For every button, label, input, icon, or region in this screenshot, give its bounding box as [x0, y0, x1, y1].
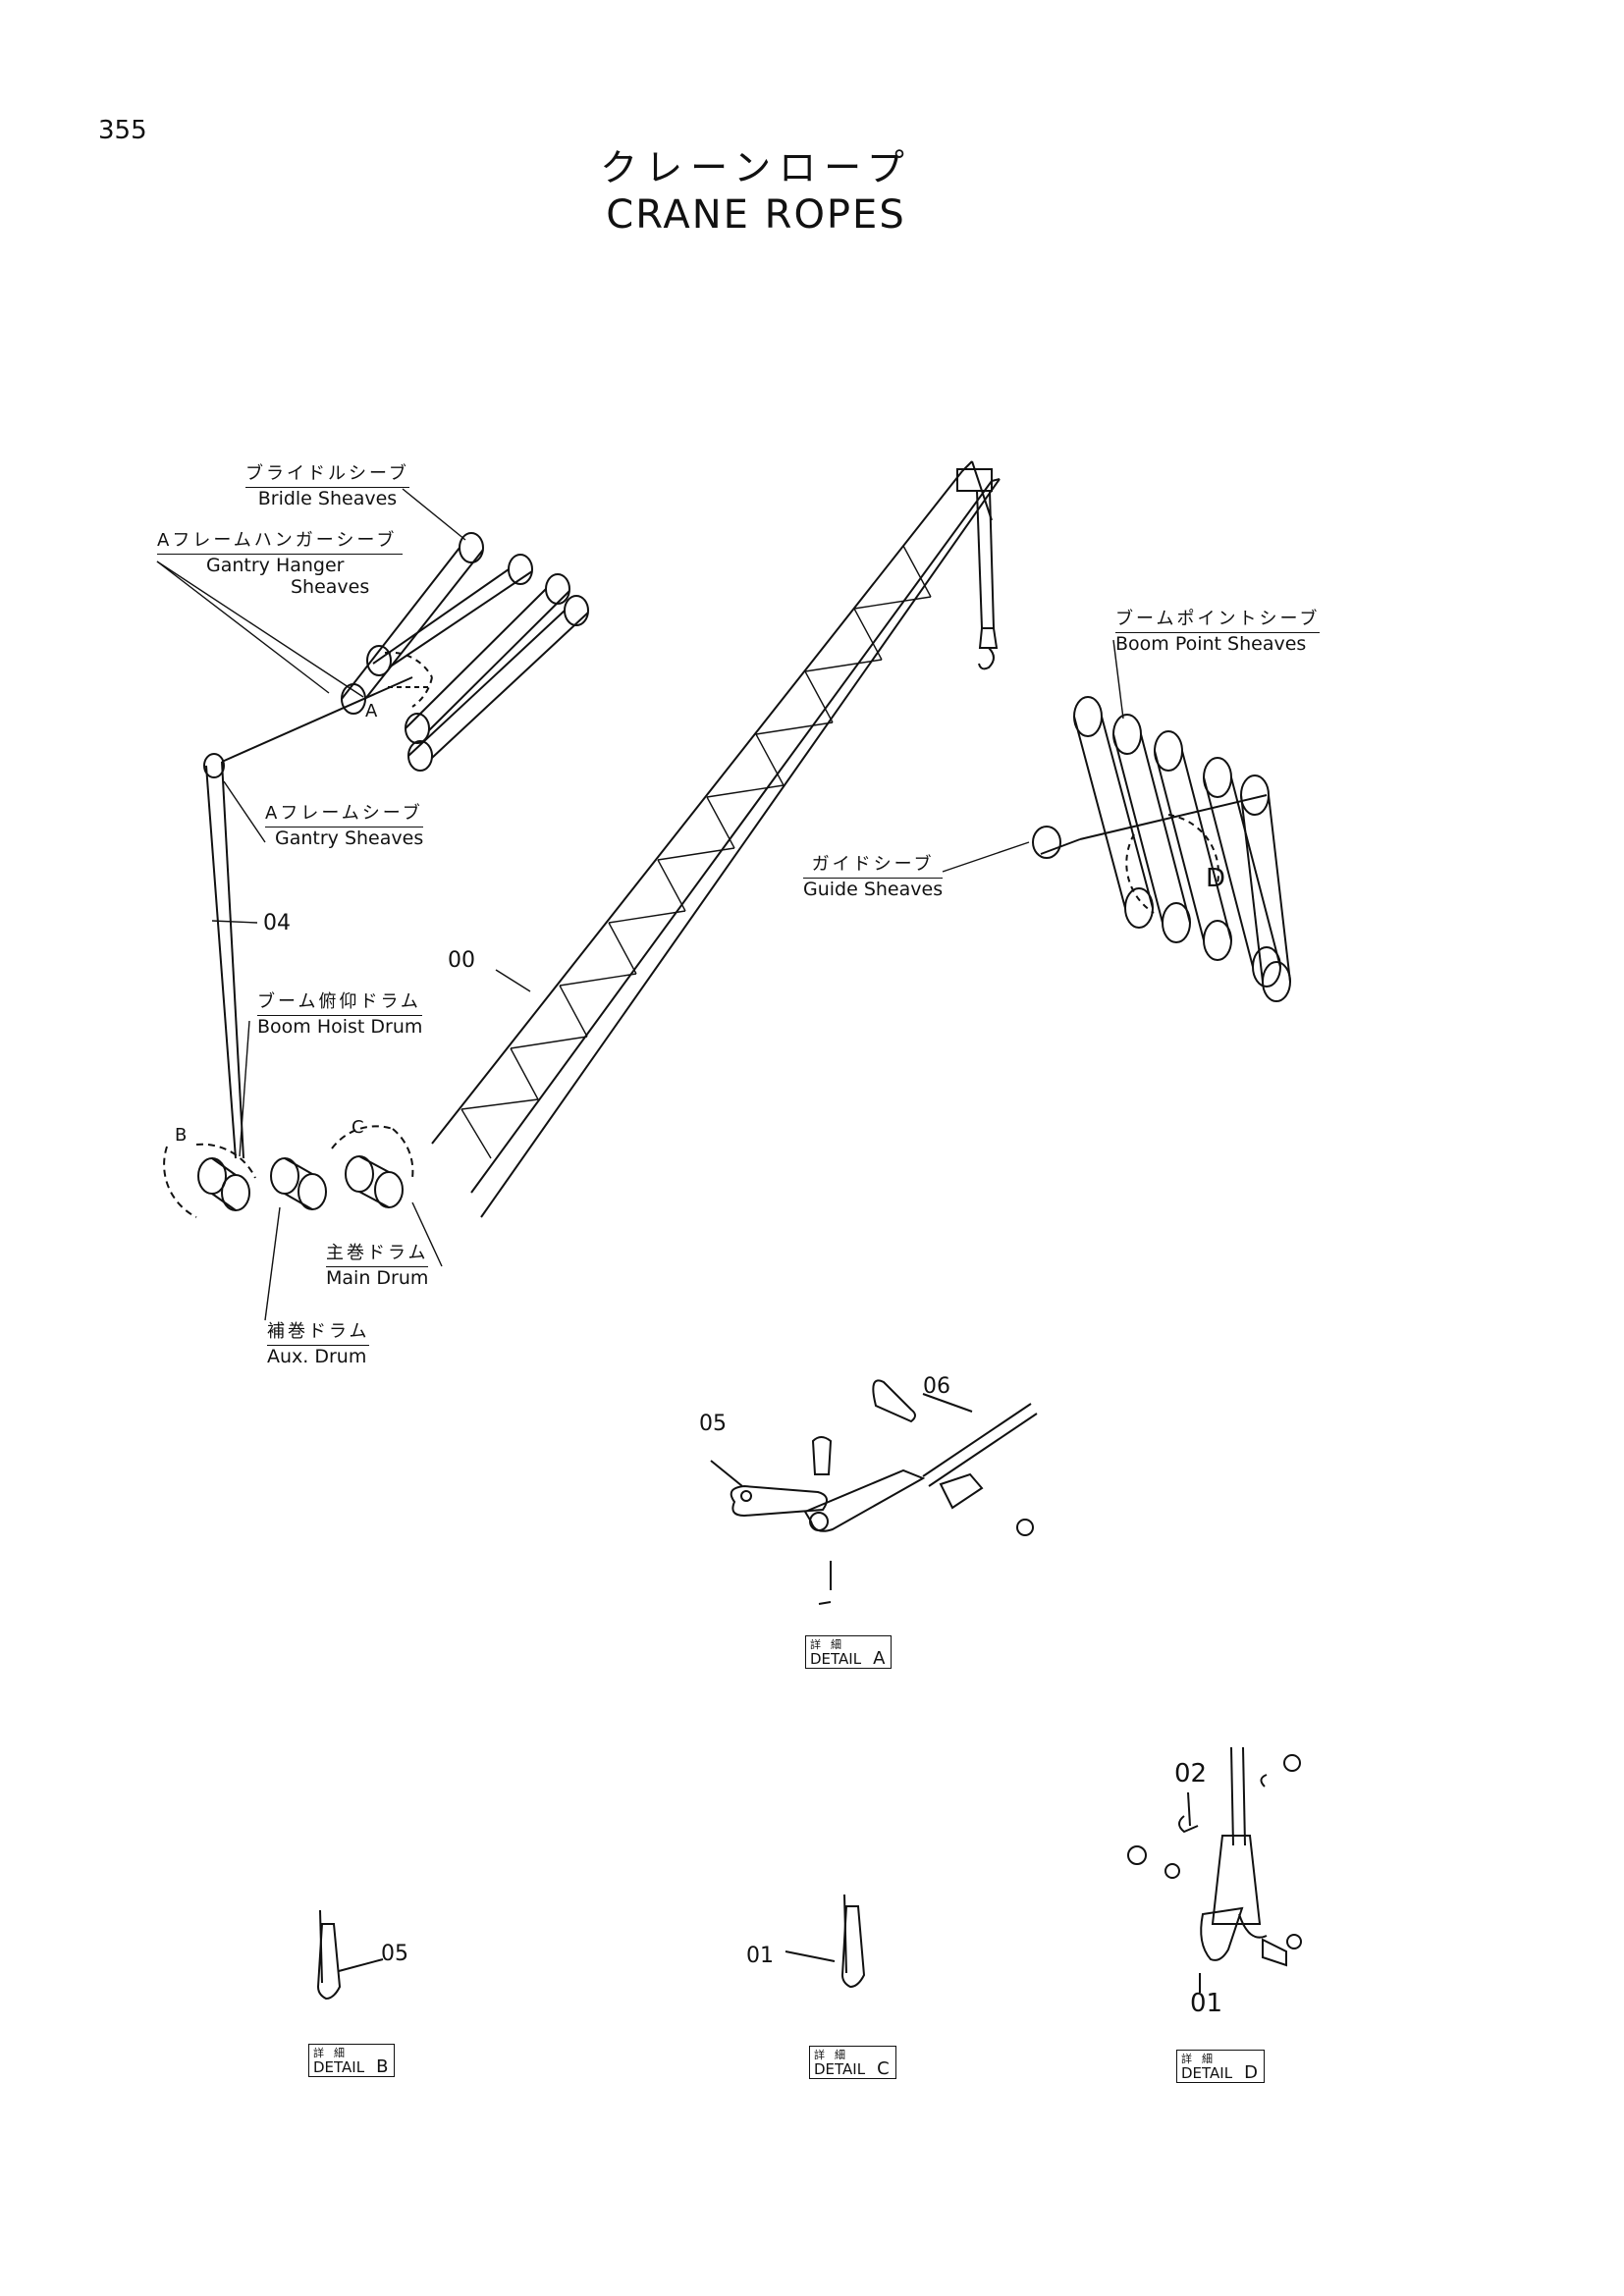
page-title-japanese: クレーンロープ [600, 146, 912, 189]
detail-d-box: 詳細 DETAIL D [1176, 2050, 1265, 2083]
label-bridle-sheaves-jp: ブライドルシーブ [245, 463, 409, 488]
label-aux-drum-en: Aux. Drum [267, 1346, 367, 1367]
label-main-drum: 主巻ドラム Main Drum [326, 1243, 429, 1289]
label-gantry-hanger-sheaves: Aフレームハンガーシーブ Gantry Hanger Sheaves [157, 530, 403, 598]
label-gantry-hanger-sheaves-en-2: Sheaves [291, 576, 370, 598]
detail-b-box: 詳細 DETAIL B [308, 2044, 396, 2077]
detail-c-fitting [785, 1895, 864, 1987]
label-gantry-sheaves-en: Gantry Sheaves [275, 828, 424, 849]
label-gantry-sheaves-jp: Aフレームシーブ [265, 803, 424, 828]
label-gantry-sheaves: Aフレームシーブ Gantry Sheaves [265, 803, 424, 849]
detail-c-jp: 詳細 [814, 2049, 855, 2061]
label-guide-sheaves-jp: ガイドシーブ [803, 854, 944, 879]
label-main-drum-jp: 主巻ドラム [326, 1243, 429, 1267]
drum-group [164, 1126, 412, 1217]
callout-05-detail-a: 05 [699, 1412, 727, 1436]
label-boom-point-sheaves-jp: ブームポイントシーブ [1115, 609, 1321, 633]
label-bridle-sheaves-en: Bridle Sheaves [257, 488, 398, 509]
rope-04 [206, 766, 236, 1158]
detail-b-jp: 詳細 [313, 2047, 354, 2059]
label-gantry-hanger-sheaves-en-1: Gantry Hanger [206, 555, 345, 576]
label-aux-drum-jp: 補巻ドラム [267, 1321, 370, 1346]
label-bridle-sheaves: ブライドルシーブ Bridle Sheaves [245, 463, 409, 509]
guide-sheave [1033, 827, 1060, 858]
detail-b-en: DETAIL [313, 2058, 365, 2076]
label-guide-sheaves-en: Guide Sheaves [803, 879, 944, 900]
label-gantry-hanger-sheaves-jp: Aフレームハンガーシーブ [157, 530, 403, 555]
label-aux-drum: 補巻ドラム Aux. Drum [267, 1321, 370, 1367]
callout-00: 00 [448, 948, 475, 973]
label-boom-hoist-drum-en: Boom Hoist Drum [257, 1016, 423, 1038]
boom-point-sheave-cluster [1074, 697, 1290, 1001]
detail-a-letter: A [873, 1648, 886, 1669]
callout-letter-c: C [352, 1117, 364, 1138]
detail-a-en: DETAIL [810, 1650, 862, 1668]
detail-c-en: DETAIL [814, 2060, 866, 2078]
detail-c-letter: C [877, 2058, 890, 2079]
page-number: 355 [98, 116, 147, 145]
label-boom-hoist-drum-jp: ブーム俯仰ドラム [257, 991, 423, 1016]
callout-04: 04 [263, 911, 291, 935]
detail-a-assembly [711, 1380, 1037, 1604]
gantry-sheave [204, 754, 224, 777]
label-boom-hoist-drum: ブーム俯仰ドラム Boom Hoist Drum [257, 991, 423, 1038]
callout-letter-d: D [1206, 864, 1226, 893]
callout-06: 06 [923, 1374, 950, 1399]
callout-letter-a: A [365, 701, 378, 721]
callout-01-detail-d: 01 [1190, 1989, 1223, 2018]
label-guide-sheaves: ガイドシーブ Guide Sheaves [803, 854, 944, 900]
detail-d-jp: 詳細 [1181, 2053, 1222, 2065]
detail-d-letter: D [1244, 2062, 1258, 2083]
boom-lattice [432, 461, 1000, 1217]
label-boom-point-sheaves: ブームポイントシーブ Boom Point Sheaves [1115, 609, 1321, 655]
label-main-drum-en: Main Drum [326, 1267, 429, 1289]
callout-01-detail-c: 01 [746, 1944, 774, 1968]
detail-a-box: 詳細 DETAIL A [805, 1635, 893, 1669]
bridle-sheave-cluster [342, 533, 588, 771]
detail-d-fitting [1128, 1747, 1301, 1993]
callout-02: 02 [1174, 1759, 1208, 1789]
detail-b-fitting [318, 1910, 383, 1999]
detail-c-box: 詳細 DETAIL C [809, 2046, 896, 2079]
detail-d-en: DETAIL [1181, 2064, 1233, 2082]
callout-letter-b: B [175, 1125, 188, 1146]
detail-a-jp: 詳細 [810, 1638, 851, 1651]
detail-b-letter: B [376, 2056, 389, 2077]
page-title: CRANE ROPES [606, 192, 906, 238]
callout-05-detail-b: 05 [381, 1942, 408, 1966]
label-boom-point-sheaves-en: Boom Point Sheaves [1115, 633, 1307, 655]
